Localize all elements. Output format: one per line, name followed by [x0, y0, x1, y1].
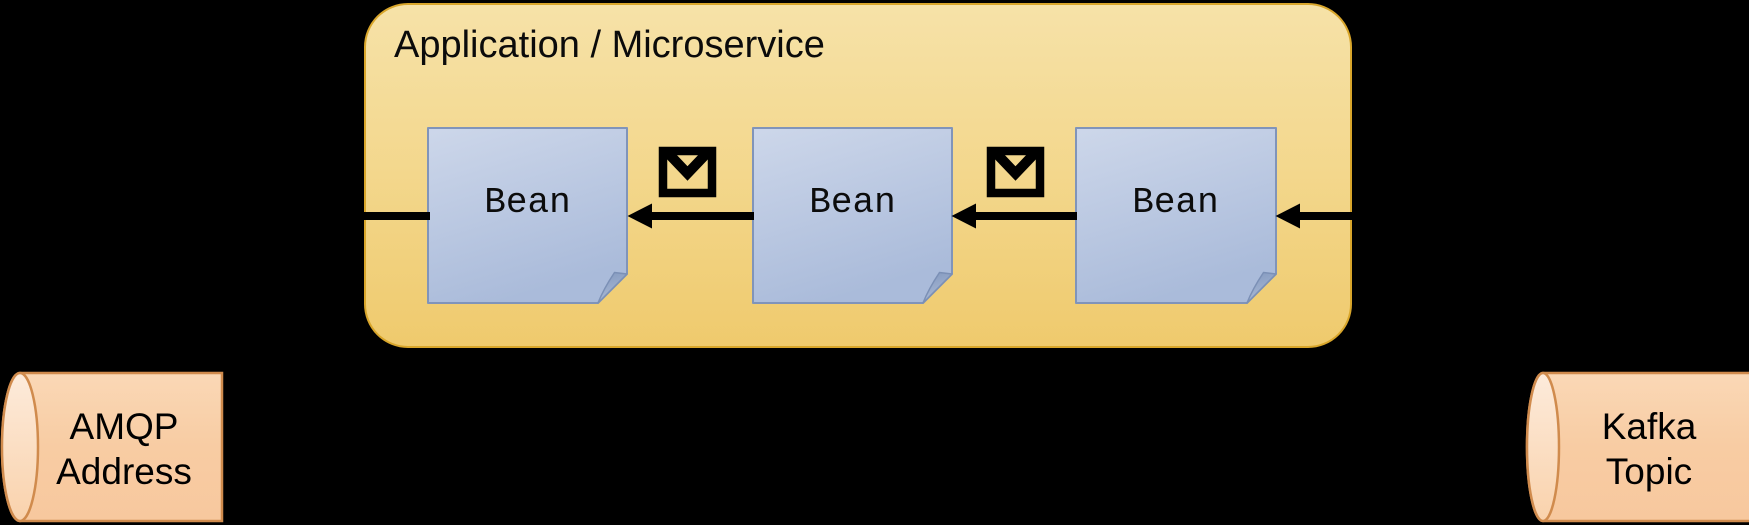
left-arrow-1: [627, 203, 754, 229]
fold-corner: [1246, 271, 1277, 304]
kafka-cylinder: [1525, 371, 1749, 523]
amqp-cylinder: [0, 371, 224, 523]
fold-corner: [597, 271, 628, 304]
bean-shape-1: [427, 127, 628, 304]
bean-label-1: Bean: [484, 182, 571, 223]
amqp-address-label: AMQP Address: [26, 404, 222, 494]
bean-shape-3: [1075, 127, 1277, 304]
amqp-address-line2: Address: [56, 451, 192, 492]
amqp-address-line1: AMQP: [69, 406, 179, 447]
bean-label-2: Bean: [809, 182, 896, 223]
kafka-topic-line2: Topic: [1605, 451, 1693, 492]
application-title: Application / Microservice: [394, 24, 825, 66]
fold-corner: [922, 271, 953, 304]
envelope-icon-1: [658, 146, 717, 198]
bean-label-3: Bean: [1132, 182, 1219, 223]
cylinder-cap: [0, 371, 40, 523]
cylinder-cap: [1525, 371, 1561, 523]
left-arrow-2: [951, 203, 1077, 229]
bean-shape-2: [752, 127, 953, 304]
kafka-topic-line1: Kafka: [1601, 406, 1697, 447]
left-arrow-3: [1275, 203, 1353, 229]
kafka-topic-label: Kafka Topic: [1549, 404, 1749, 494]
envelope-icon-2: [986, 146, 1045, 198]
